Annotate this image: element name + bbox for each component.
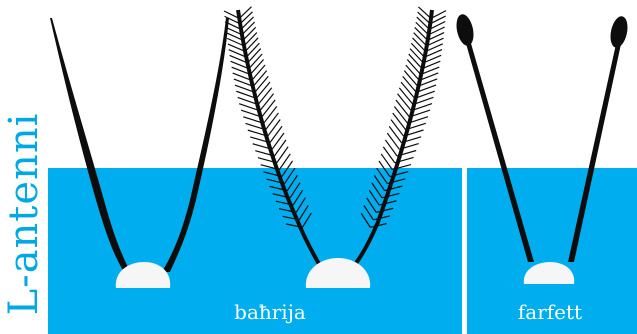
moth-feather-barb <box>409 54 422 69</box>
moth-feather-barb <box>272 133 284 149</box>
moth-label: baħrija <box>210 300 330 324</box>
moth-feather-barb <box>411 43 424 57</box>
moth-feather-barb <box>417 17 430 29</box>
moth-feather-barb <box>258 88 272 105</box>
moth-feather-barb <box>391 120 404 137</box>
moth-feather-barb <box>389 126 401 142</box>
moth-feather-barb <box>266 113 279 130</box>
moth-feather-barb <box>270 126 282 142</box>
moth-feather-barb <box>252 65 265 80</box>
moth-feather-barb <box>418 12 431 24</box>
butterfly-club-right <box>608 15 630 50</box>
moth-feather-barb <box>406 65 419 80</box>
moth-feather-barb <box>255 76 269 92</box>
moth-feather-barb <box>418 7 430 18</box>
moth-feather-barb <box>401 82 415 98</box>
moth-feather-barb <box>274 140 286 156</box>
moth-feather-barb <box>245 38 258 52</box>
moth-feather-barb <box>383 147 394 163</box>
moth-feather-barb <box>241 17 253 29</box>
moth-feather-barb <box>407 60 420 75</box>
moth-feather-barb <box>403 76 417 92</box>
moth-feather-barb <box>256 82 270 98</box>
moth-feather-barb <box>260 94 274 111</box>
butterfly-club-left <box>454 13 476 48</box>
moth-feather-barb <box>244 33 257 46</box>
moth-feather-barb <box>398 94 412 111</box>
moth-feather-barb <box>249 54 262 69</box>
moth-feather-barb <box>414 33 427 46</box>
moth-feather-barb <box>240 12 252 24</box>
moth-feather-barb <box>396 100 410 117</box>
moth-feather-barb <box>393 113 406 130</box>
moth-feather-barb <box>262 100 275 117</box>
moth-feather-barb <box>415 27 428 40</box>
moth-feather-barb <box>239 7 251 19</box>
moth-feather-barb <box>387 133 399 149</box>
moth-feather-barb <box>253 71 266 87</box>
moth-feather-barb <box>264 106 277 123</box>
moth-feather-barb <box>413 38 426 52</box>
moth-feather-barb <box>248 49 261 63</box>
moth-feather-barb <box>410 49 423 63</box>
butterfly-label: farfett <box>490 300 610 324</box>
moth-feather-barb <box>404 71 418 87</box>
moth-feather-barb <box>246 43 259 57</box>
moth-feather-barb <box>242 22 255 35</box>
moth-feather-barb <box>243 27 256 40</box>
moth-feather-barb <box>394 106 407 123</box>
moth-feather-barb <box>416 22 429 35</box>
moth-feather-barb <box>268 120 280 137</box>
moth-feather-barb <box>385 140 397 156</box>
moth-feather-barb <box>250 59 263 74</box>
moth-feather-barb <box>399 88 413 105</box>
